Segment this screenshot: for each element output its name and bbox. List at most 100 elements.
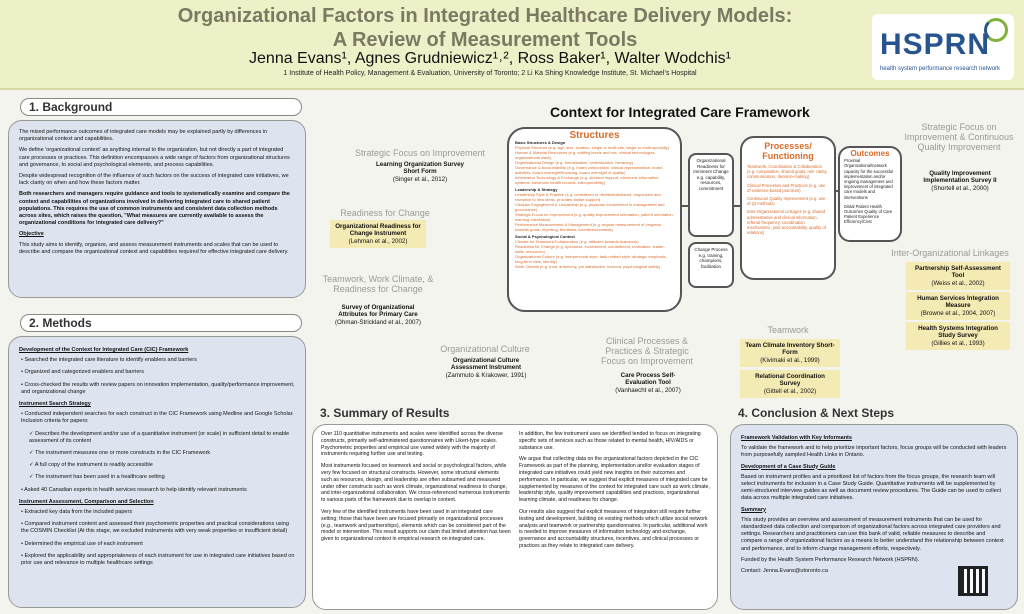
tool-name: Relational Coordination Survey bbox=[755, 373, 825, 388]
tool-ref: (Browne et al., 2004, 2007) bbox=[920, 309, 996, 317]
background-p3: Despite widespread recognition of the in… bbox=[19, 173, 289, 187]
methods-bullet: • Explored the applicability and appropr… bbox=[21, 552, 295, 567]
methods-subhead-cic: Development of the Context for Integrate… bbox=[19, 347, 189, 353]
background-heading: 1. Background bbox=[20, 98, 302, 116]
tool-ref: (Ohman-Strickland et al., 2007) bbox=[335, 318, 421, 326]
tool-team-climate: Team Climate Inventory Short-Form (Kivim… bbox=[740, 339, 840, 368]
tool-hsis: Health Systems Integration Study Survey … bbox=[906, 322, 1010, 351]
structures-item: Work Climate (e.g. trust, autonomy, job … bbox=[515, 264, 661, 269]
tool-org-readiness: Organizational Readiness for Change Inst… bbox=[330, 220, 426, 249]
results-col-right: In addition, the few instrument uses we … bbox=[519, 431, 711, 550]
structures-item: Organizational Design (e.g. formalizatio… bbox=[515, 160, 634, 165]
outcomes-list: Proximal Organizational/network capacity… bbox=[844, 158, 896, 224]
readiness-box: Organizational Readiness for Imminent Ch… bbox=[688, 153, 734, 237]
methods-bullet: • Cross-checked the results with review … bbox=[21, 381, 295, 395]
tool-name: Human Services Integration Measure bbox=[917, 295, 999, 310]
structures-item: Readiness for Change (e.g. openness, inv… bbox=[515, 244, 666, 254]
qr-code-icon[interactable] bbox=[958, 566, 988, 596]
results-p4: In addition, the few instrument uses we … bbox=[519, 431, 701, 451]
background-p4: Both researchers and managers require gu… bbox=[19, 191, 290, 227]
arrow-connector bbox=[682, 205, 690, 207]
tool-ref: (Singer et al., 2012) bbox=[392, 175, 448, 183]
methods-bullet: • Asked 40 Canadian experts in health se… bbox=[21, 486, 247, 493]
category-readiness: Readiness for Change bbox=[340, 208, 430, 218]
methods-bullet: • Organized and categorized enablers and… bbox=[21, 369, 144, 376]
structures-item: Strategic Focus on Improvement (e.g. qua… bbox=[515, 212, 674, 222]
methods-heading: 2. Methods bbox=[20, 314, 302, 332]
tool-name: Quality Improvement Implementation Surve… bbox=[923, 170, 997, 185]
methods-panel: Development of the Context for Integrate… bbox=[8, 336, 306, 608]
methods-subhead-search: Instrument Search Strategy bbox=[19, 401, 91, 408]
tool-human-services: Human Services Integration Measure (Brow… bbox=[906, 292, 1010, 321]
background-panel: The mixed performance outcomes of integr… bbox=[8, 120, 306, 298]
tool-name: Survey of Organizational Attributes for … bbox=[338, 304, 418, 319]
tool-ref: (Zammuto & Krakower, 1991) bbox=[445, 371, 527, 379]
background-p2: We define 'organizational context' as an… bbox=[19, 147, 290, 168]
tool-ref: (Gillies et al., 1993) bbox=[931, 339, 985, 347]
tool-qi-implementation: Quality Improvement Implementation Surve… bbox=[910, 170, 1010, 192]
methods-bullet: • Determined the empirical use of each i… bbox=[21, 540, 143, 547]
tool-ref: (Gittell et al., 2002) bbox=[763, 387, 817, 395]
structures-heading: Structures bbox=[569, 130, 620, 141]
structures-item: Leadership Style & Practice (e.g. centra… bbox=[515, 192, 661, 202]
conclusion-panel: Framework Validation with Key Informants… bbox=[730, 424, 1018, 610]
arrow-connector bbox=[734, 205, 740, 207]
poster-title: Organizational Factors in Integrated Hea… bbox=[90, 4, 880, 52]
results-p3: Very few of the identified instruments h… bbox=[321, 508, 511, 543]
methods-bullet: • Conducted independent searches for eac… bbox=[21, 411, 294, 425]
results-col-left: Over 110 quantitative instruments and sc… bbox=[321, 431, 511, 543]
conclusion-p1: To validate the framework and to help pr… bbox=[741, 445, 1007, 459]
tool-ref: (Kivimaki et al., 1999) bbox=[760, 356, 820, 364]
logo-swirl-icon bbox=[984, 18, 1008, 42]
arrow-connector bbox=[836, 190, 839, 192]
contact-email[interactable]: Contact: Jenna.Evans@utoronto.ca bbox=[741, 568, 828, 575]
methods-bullet: • Compared instrument content and assess… bbox=[21, 521, 289, 535]
structures-item: Clinician Engagement & Leadership (e.g. … bbox=[515, 202, 665, 212]
framework-title: Context for Integrated Care Framework bbox=[550, 104, 810, 120]
outcomes-box: Outcomes Proximal Organizational/network… bbox=[838, 146, 902, 242]
processes-item: Continuous Quality Improvement (e.g. use… bbox=[747, 196, 826, 207]
category-strategic: Strategic Focus on Improvement bbox=[354, 148, 486, 158]
structures-group-heading: Social & Psychological Context bbox=[515, 234, 575, 239]
structures-item: Information Technology & Exchange (e.g. … bbox=[515, 175, 659, 185]
results-p2: Most instruments focused on teamwork and… bbox=[321, 463, 510, 504]
criteria-item: ✓ The instrument has been used in a heal… bbox=[29, 474, 165, 481]
structures-group-heading: Leadership & Strategy bbox=[515, 187, 558, 192]
methods-bullet: • Extracted key data from the included p… bbox=[21, 509, 133, 516]
conclusion-subhead-summary: Summary bbox=[741, 506, 767, 513]
outcomes-item: Distal Patient Health Outcomes Quality o… bbox=[844, 203, 893, 225]
processes-heading: Processes/ Functioning bbox=[762, 141, 814, 161]
structures-item: Governance & Accountability (e.g. board … bbox=[515, 165, 663, 175]
affiliations: 1 Institute of Health Policy, Management… bbox=[283, 70, 697, 77]
change-process-box: Change Process e.g. training, champions,… bbox=[688, 242, 734, 288]
poster-header: Organizational Factors in Integrated Hea… bbox=[0, 0, 1024, 90]
criteria-item: ✓ Describes the development and/or use o… bbox=[29, 430, 290, 444]
category-cqi: Strategic Focus on Improvement & Continu… bbox=[904, 122, 1014, 152]
tool-culture-assessment: Organizational Culture Assessment Instru… bbox=[434, 357, 538, 379]
hsprn-logo: HSPRN health system performance research… bbox=[872, 14, 1014, 80]
tool-name: Care Process Self-Evaluation Tool bbox=[620, 372, 676, 387]
results-p1: Over 110 quantitative instruments and sc… bbox=[321, 431, 503, 458]
methods-subhead-assessment: Instrument Assessment, Comparison and Se… bbox=[19, 498, 154, 505]
tool-ref: (Vanhaecht et al., 2007) bbox=[615, 386, 681, 394]
processes-item: Clinical Processes and Practices (e.g. u… bbox=[747, 182, 826, 193]
structures-item: Climate for Teamwork/Collaboration (e.g.… bbox=[515, 239, 639, 244]
methods-bullet: • Searched the integrated care literatur… bbox=[21, 357, 197, 364]
objective-label: Objective bbox=[19, 231, 44, 238]
tool-ref: (Lehman et al., 2002) bbox=[348, 237, 408, 245]
category-linkages: Inter-Organizational Linkages bbox=[891, 248, 1009, 258]
structures-item: Organizational Culture (e.g. interperson… bbox=[515, 254, 667, 264]
outcomes-item: Proximal Organizational/network capacity… bbox=[844, 158, 894, 200]
category-teamwork-climate: Teamwork, Work Climate, & Readiness for … bbox=[322, 274, 434, 294]
structures-group-heading: Basic Structures & Design bbox=[515, 140, 566, 145]
tool-name: Health Systems Integration Study Survey bbox=[918, 325, 998, 340]
tool-name: Partnership Self-Assessment Tool bbox=[915, 265, 1001, 280]
results-p6: Our results also suggest that explicit m… bbox=[519, 508, 708, 549]
tool-soa-primary-care: Survey of Organizational Attributes for … bbox=[328, 304, 428, 326]
results-heading: 3. Summary of Results bbox=[320, 406, 450, 420]
tool-name: Team Climate Inventory Short-Form bbox=[745, 342, 835, 357]
logo-subtitle: health system performance research netwo… bbox=[880, 66, 1001, 72]
conclusion-p3: This study provides an overview and asse… bbox=[741, 516, 1004, 552]
processes-box: Processes/ Functioning Teamwork, Coordin… bbox=[740, 136, 836, 280]
structures-item: Physical Structure (e.g. age, size, loca… bbox=[515, 145, 670, 150]
